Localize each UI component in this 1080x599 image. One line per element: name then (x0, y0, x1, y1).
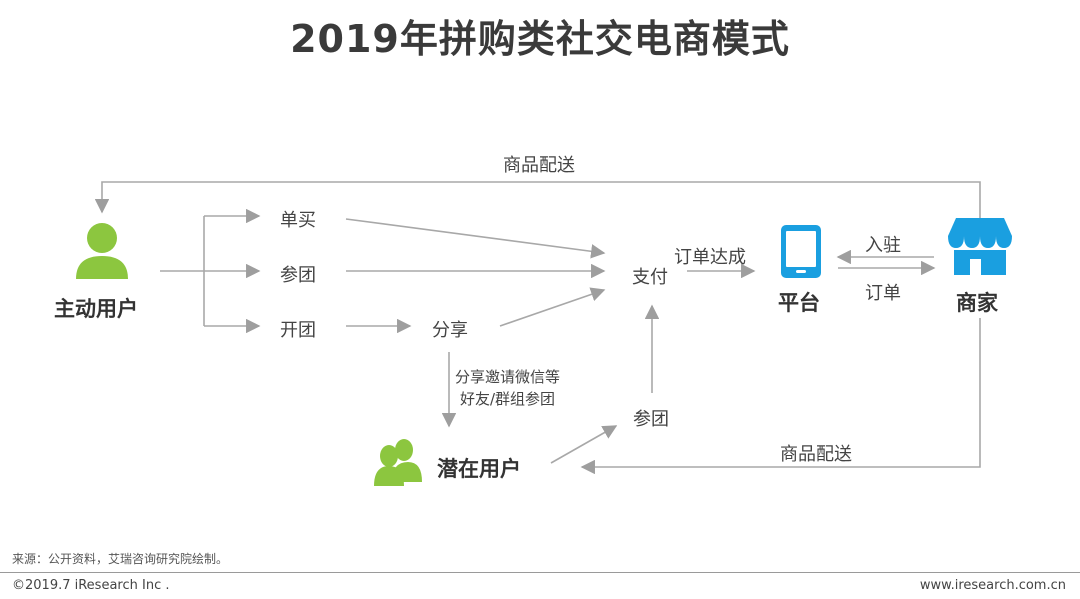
platform-label: 平台 (778, 291, 820, 315)
footer-divider (0, 572, 1080, 573)
group-icon (374, 439, 422, 486)
delivery-top-label: 商品配送 (503, 155, 575, 176)
copyright: ©2019.7 iResearch Inc . (12, 578, 170, 593)
share-label: 分享 (432, 320, 468, 341)
share-invite-label: 分享邀请微信等 好友/群组参团 (455, 366, 560, 410)
potential-user-label: 潜在用户 (437, 457, 521, 481)
source-note: 来源：公开资料，艾瑞咨询研究院绘制。 (12, 552, 229, 566)
delivery-bottom-label: 商品配送 (780, 444, 852, 465)
single-buy-label: 单买 (280, 210, 316, 231)
join-group-label: 参团 (280, 265, 316, 286)
order-complete-label: 订单达成 (674, 247, 746, 268)
tablet-icon (781, 225, 821, 278)
merchant-label: 商家 (956, 291, 998, 315)
delivery-bottom-line (580, 318, 981, 475)
join-group-2-label: 参团 (633, 409, 669, 430)
share-invite-line-1: 分享邀请微信等 (455, 368, 561, 386)
arrow-single-buy-to-pay (345, 218, 606, 259)
settle-in-label: 入驻 (865, 235, 901, 256)
order-label: 订单 (865, 283, 901, 304)
arrow-potential-user-to-join-group (550, 425, 618, 464)
open-group-label: 开团 (280, 320, 316, 341)
person-icon (76, 223, 128, 279)
arrow-share-to-pay (499, 287, 606, 327)
storefront-icon (948, 218, 1012, 275)
pay-label: 支付 (632, 267, 668, 288)
page-title: 2019年拼购类社交电商模式 (290, 17, 790, 61)
website-link[interactable]: www.iresearch.com.cn (919, 578, 1066, 593)
share-invite-line-2: 好友/群组参团 (459, 390, 556, 408)
delivery-top-line (94, 181, 981, 218)
active-user-label: 主动用户 (54, 297, 138, 321)
